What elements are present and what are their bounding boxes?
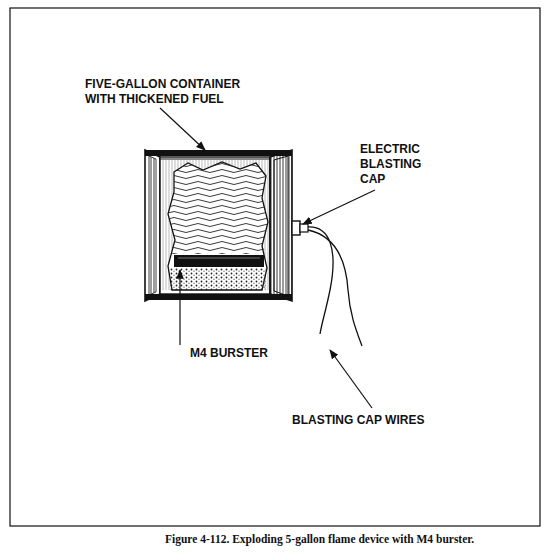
burster-tube [174,255,264,267]
figure-frame [10,8,540,526]
cap-label: ELECTRIC BLASTING CAP [360,142,438,187]
leader-arrows [160,108,375,408]
wires-label: BLASTING CAP WIRES [292,413,424,428]
cap-wires [308,227,362,346]
container-label: FIVE-GALLON CONTAINER WITH THICKENED FUE… [85,77,270,107]
five-gallon-container [145,150,292,301]
burster-label: M4 BURSTER [190,346,268,361]
figure-caption: Figure 4-112. Exploding 5-gallon flame d… [165,533,474,545]
